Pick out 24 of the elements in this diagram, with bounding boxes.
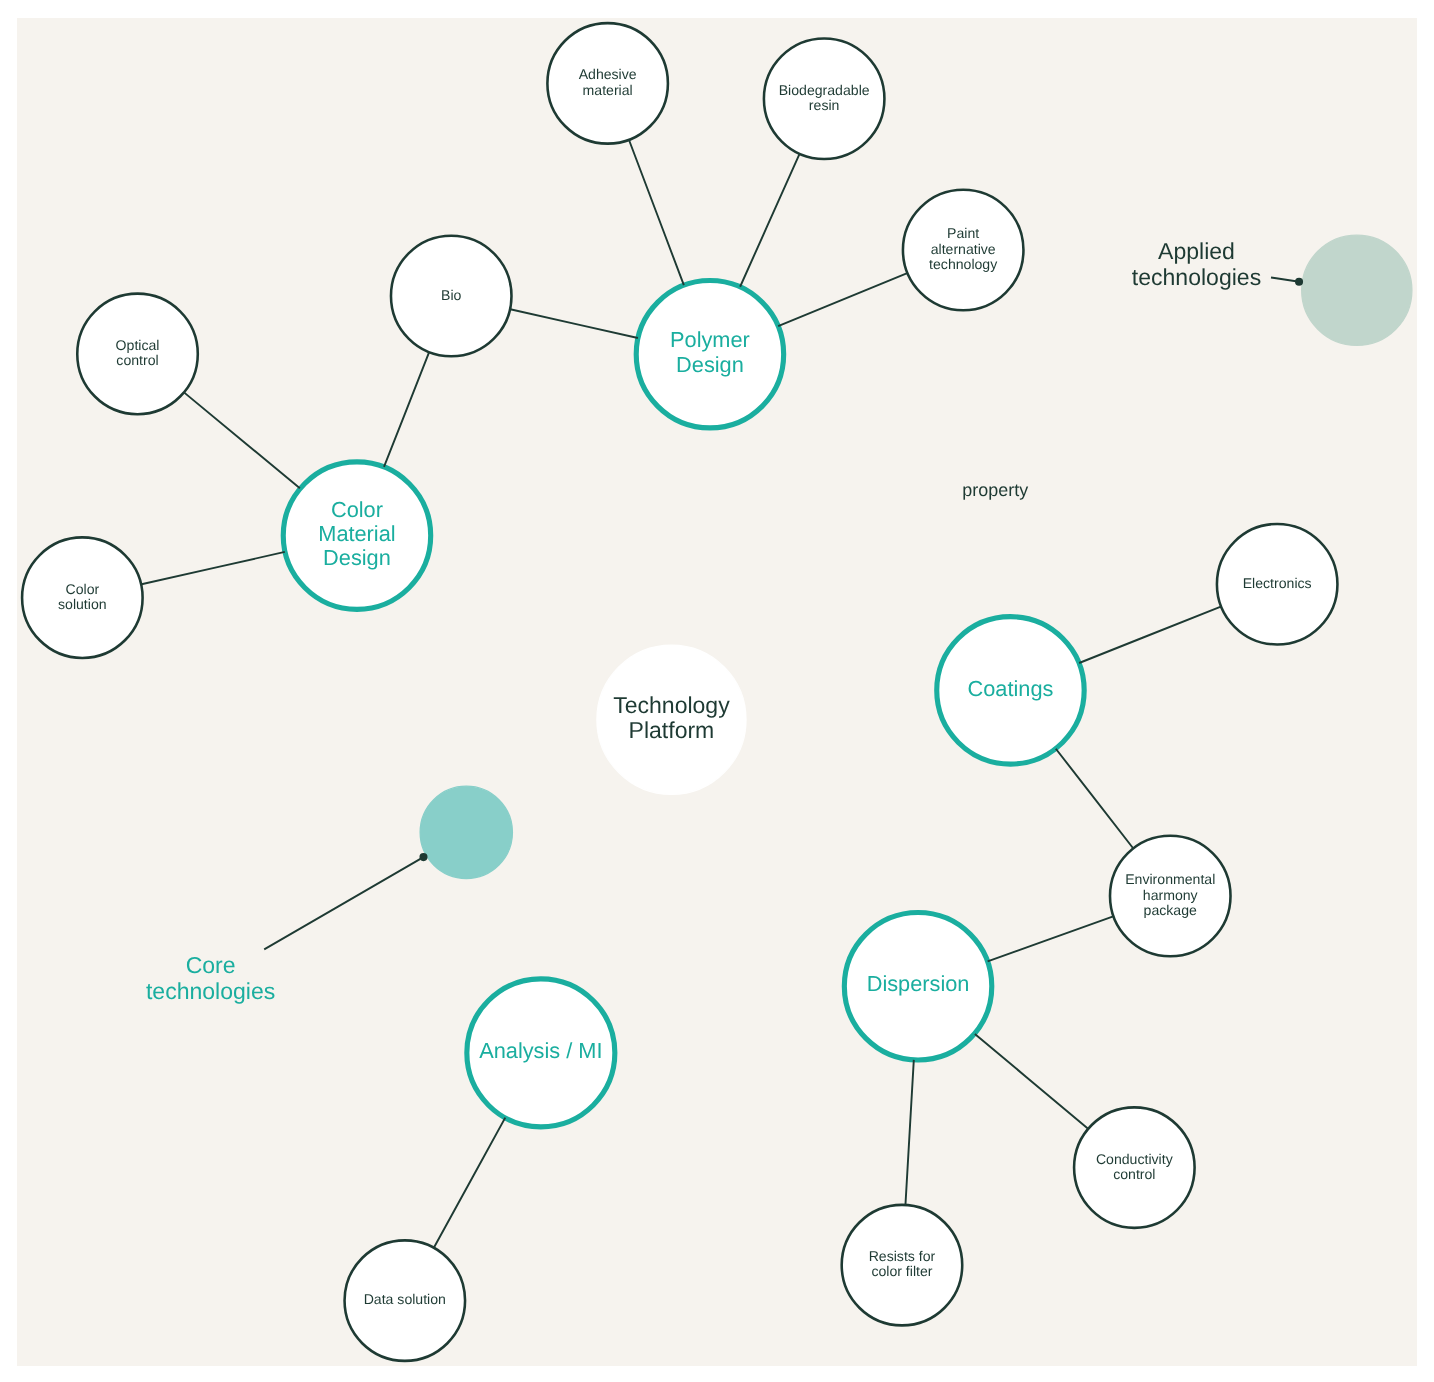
connector: [433, 1115, 507, 1248]
connector: [973, 1031, 1090, 1129]
node-text: Applied technologies: [1131, 240, 1262, 290]
label: property: [962, 479, 1029, 500]
connector: [1270, 275, 1304, 285]
node-circle: Analysis / MI: [464, 975, 618, 1129]
node-circle: Coatings: [934, 613, 1087, 766]
node-circle: [1301, 233, 1413, 346]
node-circle: Polymer Design: [633, 276, 787, 430]
connector: [509, 307, 639, 338]
connector: [140, 549, 286, 585]
connector: [263, 852, 428, 950]
connector: [986, 914, 1115, 962]
node-circle: Color Material Design: [280, 458, 434, 611]
connector: [183, 390, 301, 489]
node-circle: Dispersion: [841, 908, 995, 1062]
node-text: Core technologies: [145, 954, 276, 1004]
connector: [1054, 746, 1135, 849]
connector: [383, 350, 431, 467]
connector: [1078, 604, 1222, 663]
connector: [904, 1057, 915, 1205]
connector: [739, 152, 801, 287]
connector: [777, 271, 909, 327]
connector: [628, 138, 685, 286]
